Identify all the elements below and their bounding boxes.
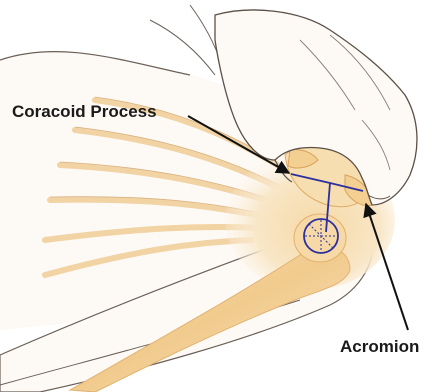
coracoid-process-label: Coracoid Process xyxy=(12,102,157,121)
acromion-label: Acromion xyxy=(340,337,419,356)
